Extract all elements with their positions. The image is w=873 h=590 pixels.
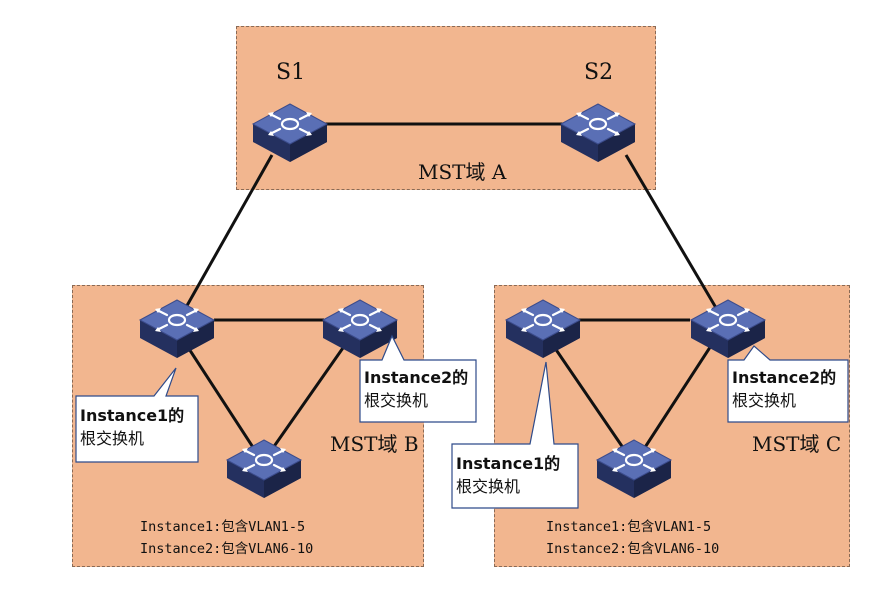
links — [178, 122, 724, 456]
link-b1-b3 — [178, 334, 260, 456]
callout-b-inst2-line2: 根交换机 — [364, 391, 429, 410]
region-b-instance2-text: Instance2:包含VLAN6-10 — [140, 541, 314, 557]
region-c-instance2-text: Instance2:包含VLAN6-10 — [546, 541, 720, 557]
callouts — [75, 334, 849, 509]
switch-s1-icon — [251, 102, 329, 164]
region-b-label: MST域 B — [330, 432, 419, 456]
link-c2-c3 — [638, 334, 720, 456]
region-c-label: MST域 C — [752, 432, 842, 456]
callout-c-inst1-shape — [451, 361, 579, 509]
callout-c-inst1-line1: Instance1的 — [456, 454, 561, 473]
callout-b-inst1-line2: 根交换机 — [80, 429, 145, 448]
region-mst-a — [236, 26, 656, 190]
callout-b-inst1-shape — [75, 367, 199, 463]
switch-b1-icon — [138, 298, 216, 360]
link-s2-c2 — [624, 154, 724, 319]
callout-c-inst1: Instance1的 根交换机 — [456, 452, 560, 498]
callout-c-inst2: Instance2的 根交换机 — [732, 366, 836, 412]
link-c1-c3 — [544, 334, 630, 456]
callout-b-inst2-line1: Instance2的 — [364, 368, 469, 387]
switch-s1-label: S1 — [276, 60, 306, 85]
callout-c-inst2-line1: Instance2的 — [732, 368, 837, 387]
callout-b-inst2: Instance2的 根交换机 — [364, 366, 468, 412]
switch-c1-icon — [504, 298, 582, 360]
callout-c-inst1-line2: 根交换机 — [456, 477, 521, 496]
callout-c-inst2-line2: 根交换机 — [732, 391, 797, 410]
link-s1-b1 — [178, 154, 274, 319]
region-b-instance1-text: Instance1:包含VLAN1-5 — [140, 519, 306, 535]
link-b2-b3 — [266, 334, 354, 456]
region-a-label: MST域 A — [418, 160, 507, 184]
region-c-instance1-text: Instance1:包含VLAN1-5 — [546, 519, 712, 535]
switch-c3-icon — [595, 438, 673, 500]
switch-b3-icon — [225, 438, 303, 500]
callout-c-inst2-shape — [727, 345, 849, 423]
switch-s2-label: S2 — [584, 60, 614, 85]
switch-s2-icon — [559, 102, 637, 164]
callout-b-inst1: Instance1的 根交换机 — [80, 404, 184, 450]
callout-b-inst1-line1: Instance1的 — [80, 406, 185, 425]
callout-b-inst2-shape — [359, 334, 477, 423]
